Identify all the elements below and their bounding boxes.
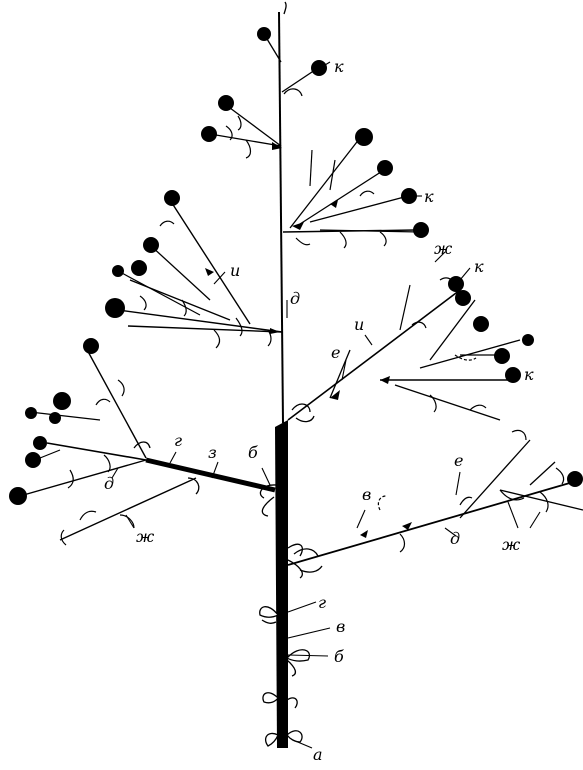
label-k-1: к <box>474 257 484 276</box>
label-e-right: е <box>454 451 463 470</box>
label-v-right: в <box>362 485 371 504</box>
label-b-stem: б <box>334 647 344 666</box>
label-k-2: к <box>424 187 434 206</box>
label-zh-right: ж <box>502 535 521 554</box>
diagram-labels: а б в г б з г д ж д и е и ж к к к к в д … <box>104 57 534 764</box>
leader-lines <box>111 61 541 749</box>
label-k-3: к <box>334 57 344 76</box>
label-e-upper: е <box>331 343 340 362</box>
label-g-stem: г <box>318 593 326 612</box>
label-zh-left: ж <box>136 527 155 546</box>
label-d-center: д <box>290 289 300 308</box>
top-branches <box>209 33 319 159</box>
label-i-left: и <box>230 261 240 280</box>
label-a: а <box>313 745 323 764</box>
label-z: з <box>208 443 217 462</box>
label-k-4: к <box>524 365 534 384</box>
label-zh-upper: ж <box>434 239 453 258</box>
upper-left-branch <box>117 199 283 349</box>
mid-right-branch <box>282 137 421 249</box>
label-v-stem: в <box>336 617 345 636</box>
flower-heads <box>9 27 583 505</box>
label-i-right: и <box>354 315 364 334</box>
label-d-right: д <box>450 529 460 548</box>
lower-left-branch <box>19 345 276 546</box>
lower-right-branch <box>287 429 583 573</box>
main-stem <box>275 1 288 748</box>
label-g-branch: г <box>174 431 182 450</box>
label-b-branch: б <box>248 443 258 462</box>
upper-right-branch <box>287 277 521 423</box>
label-d-left: д <box>104 474 114 493</box>
